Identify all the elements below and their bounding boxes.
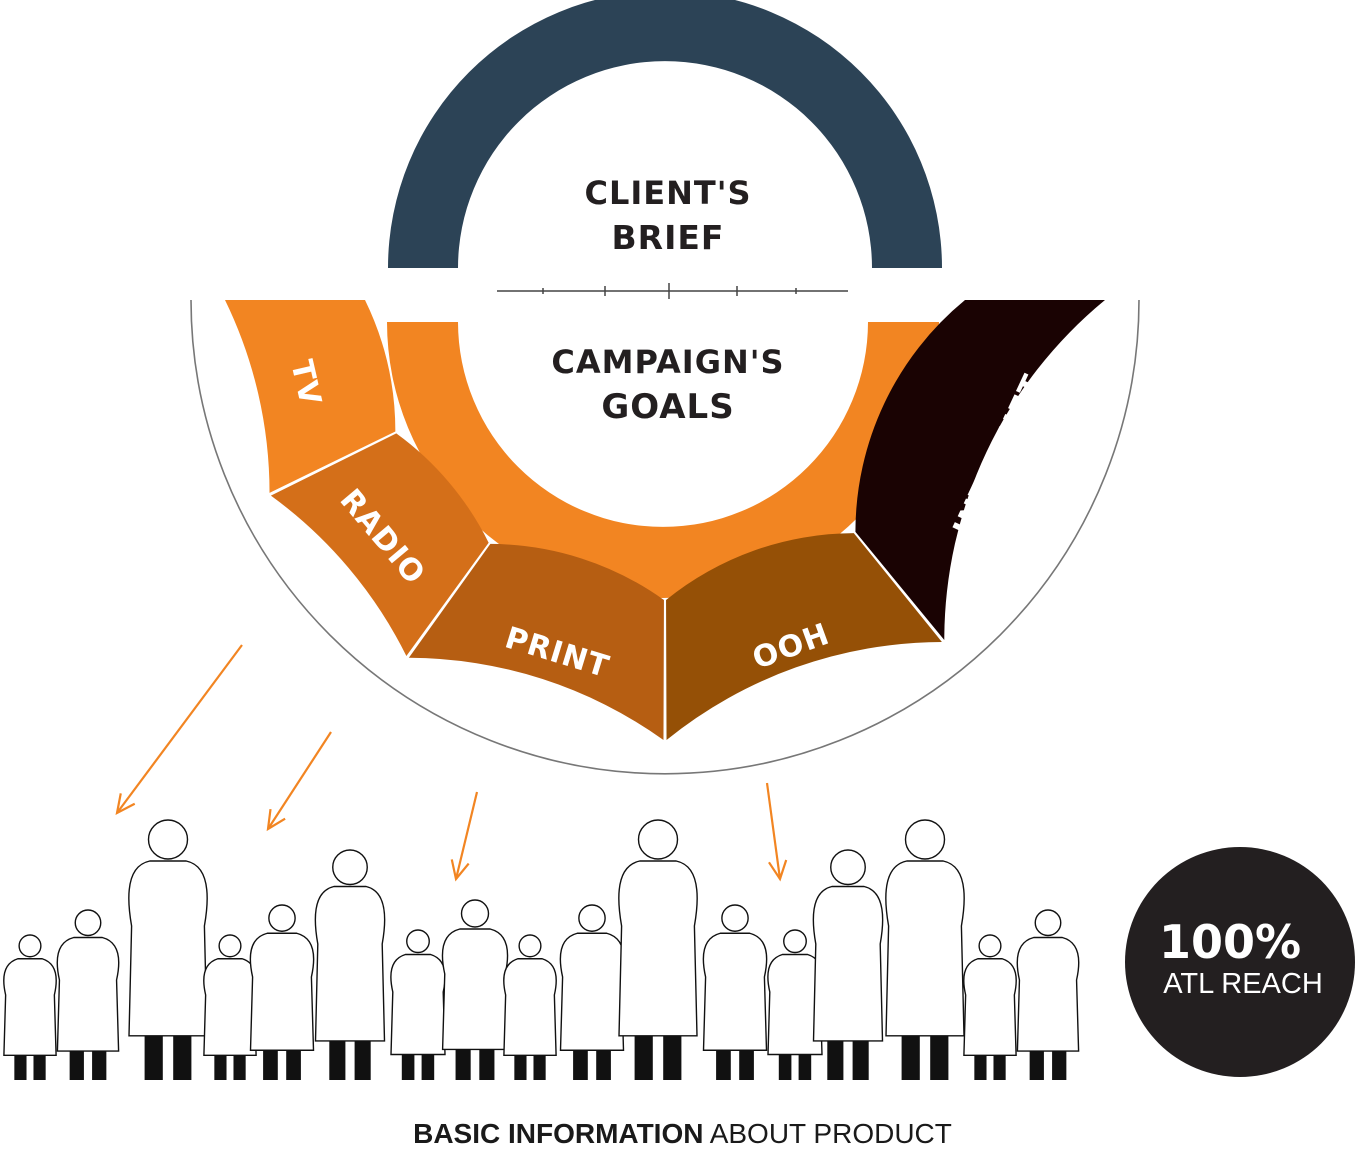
reach-circle — [1125, 847, 1355, 1077]
arrow-icon — [266, 731, 332, 832]
child-silhouette — [702, 904, 768, 1080]
child-silhouette — [767, 929, 823, 1080]
child-silhouette — [56, 909, 120, 1080]
segment-internet — [855, 300, 1105, 641]
adult-silhouette — [314, 849, 386, 1080]
goals-line1: CAMPAIGN'S — [551, 343, 784, 381]
arrow-icon — [450, 791, 479, 882]
caption-rest: ABOUT PRODUCT — [709, 1118, 952, 1149]
outer-arc — [190, 299, 1140, 775]
brief-line2: BRIEF — [612, 218, 725, 257]
segment-print — [408, 543, 664, 740]
divider-scale — [497, 283, 848, 299]
caption-bold: BASIC INFORMATION — [413, 1118, 704, 1149]
adult-silhouette — [885, 819, 965, 1080]
adult-silhouette — [812, 849, 884, 1080]
segment-ooh — [666, 533, 942, 740]
reach-label: ATL REACH — [1163, 968, 1323, 1000]
center-labels: CLIENT'S BRIEF CAMPAIGN'S GOALS — [551, 174, 784, 427]
reach-badge: 100% ATL REACH — [1125, 847, 1355, 1077]
child-silhouette — [1016, 909, 1080, 1080]
rings-group — [190, 0, 1140, 775]
child-silhouette — [390, 929, 446, 1080]
arrow-icon — [765, 782, 788, 882]
caption: BASIC INFORMATION ABOUT PRODUCT — [0, 1118, 1365, 1150]
child-silhouette — [203, 934, 257, 1080]
child-silhouette — [3, 934, 57, 1080]
adult-silhouette — [618, 819, 698, 1080]
channel-segments — [225, 300, 1105, 740]
child-silhouette — [503, 934, 557, 1080]
adult-silhouette — [128, 819, 208, 1080]
campaign-goals-arc — [387, 322, 939, 598]
arrows-group — [115, 644, 788, 882]
client-brief-arc — [388, 0, 942, 268]
family-silhouette-icon — [3, 819, 1080, 1080]
child-silhouette — [559, 904, 625, 1080]
segment-tv — [225, 300, 396, 493]
arrow-icon — [115, 644, 243, 816]
reach-value: 100% — [1159, 915, 1301, 969]
child-silhouette — [249, 904, 315, 1080]
child-silhouette — [441, 899, 509, 1080]
brief-line1: CLIENT'S — [584, 174, 751, 212]
goals-line2: GOALS — [601, 387, 734, 427]
segment-radio — [270, 433, 489, 656]
child-silhouette — [963, 934, 1017, 1080]
